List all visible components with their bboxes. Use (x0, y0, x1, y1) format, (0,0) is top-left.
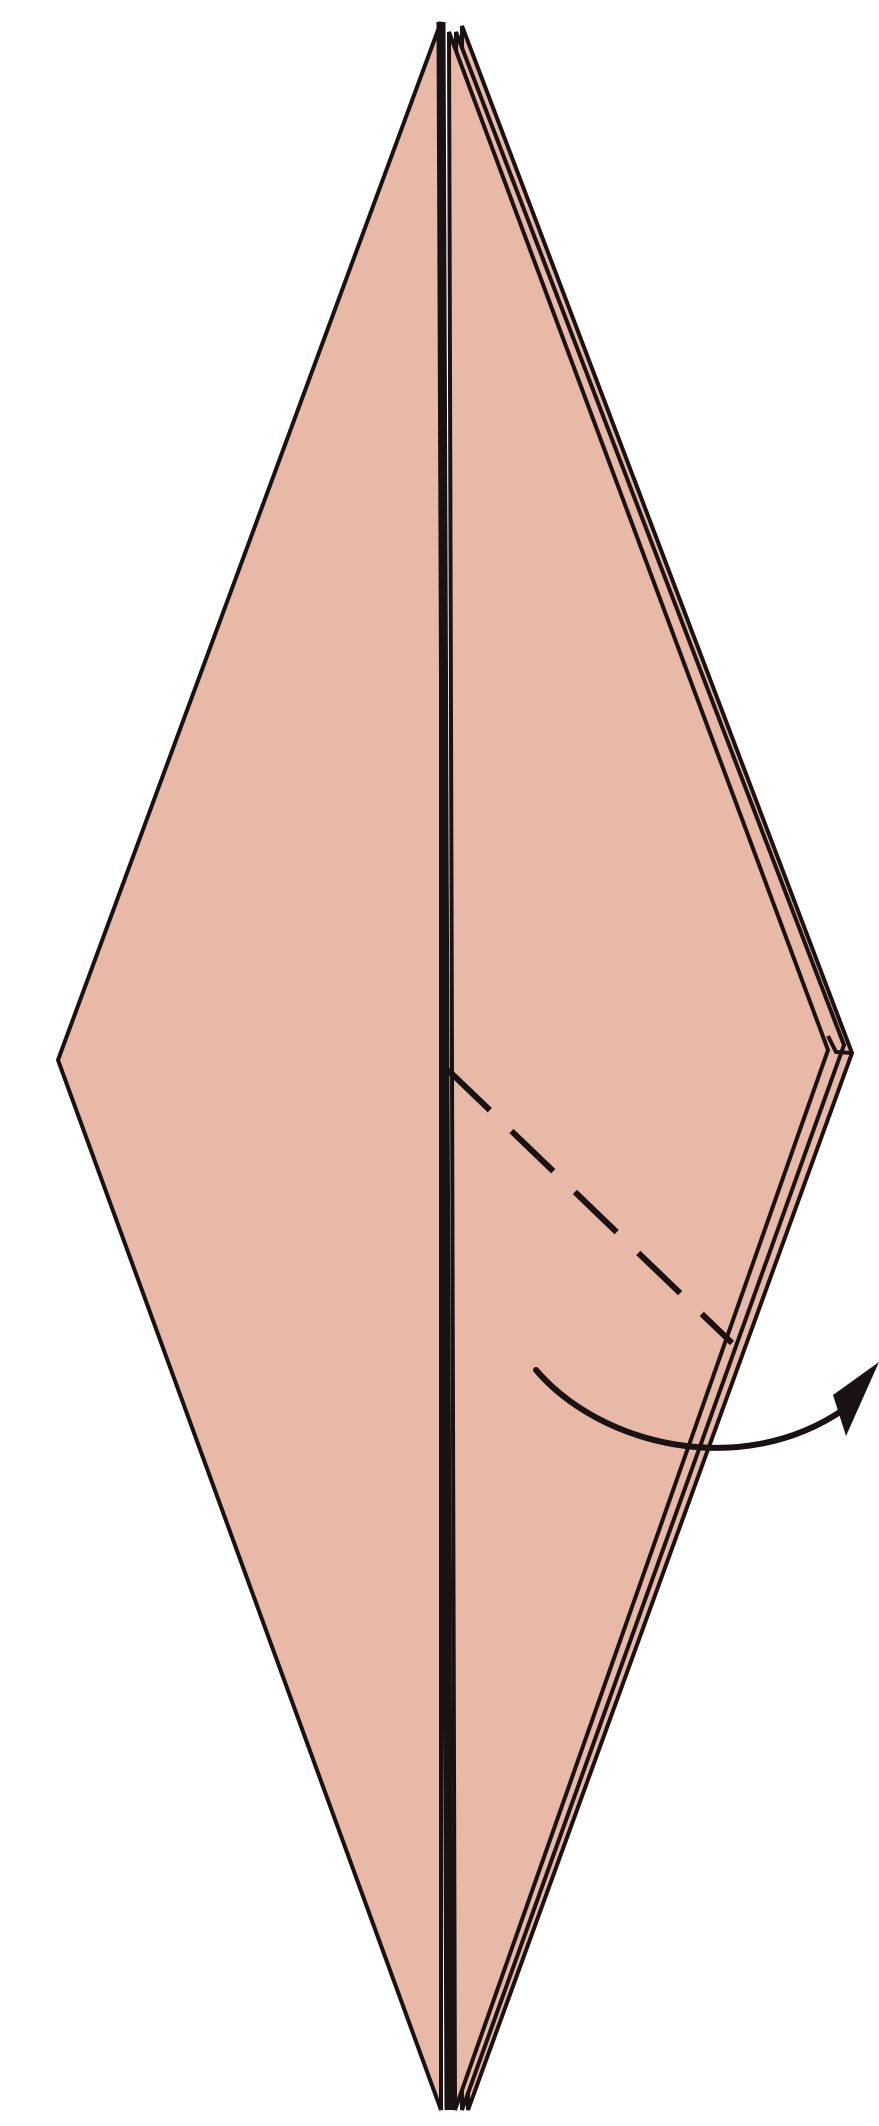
paper-right-flap (449, 32, 828, 2110)
curved-arrow-right-icon (833, 1362, 879, 1436)
paper-left-face (58, 22, 441, 2110)
